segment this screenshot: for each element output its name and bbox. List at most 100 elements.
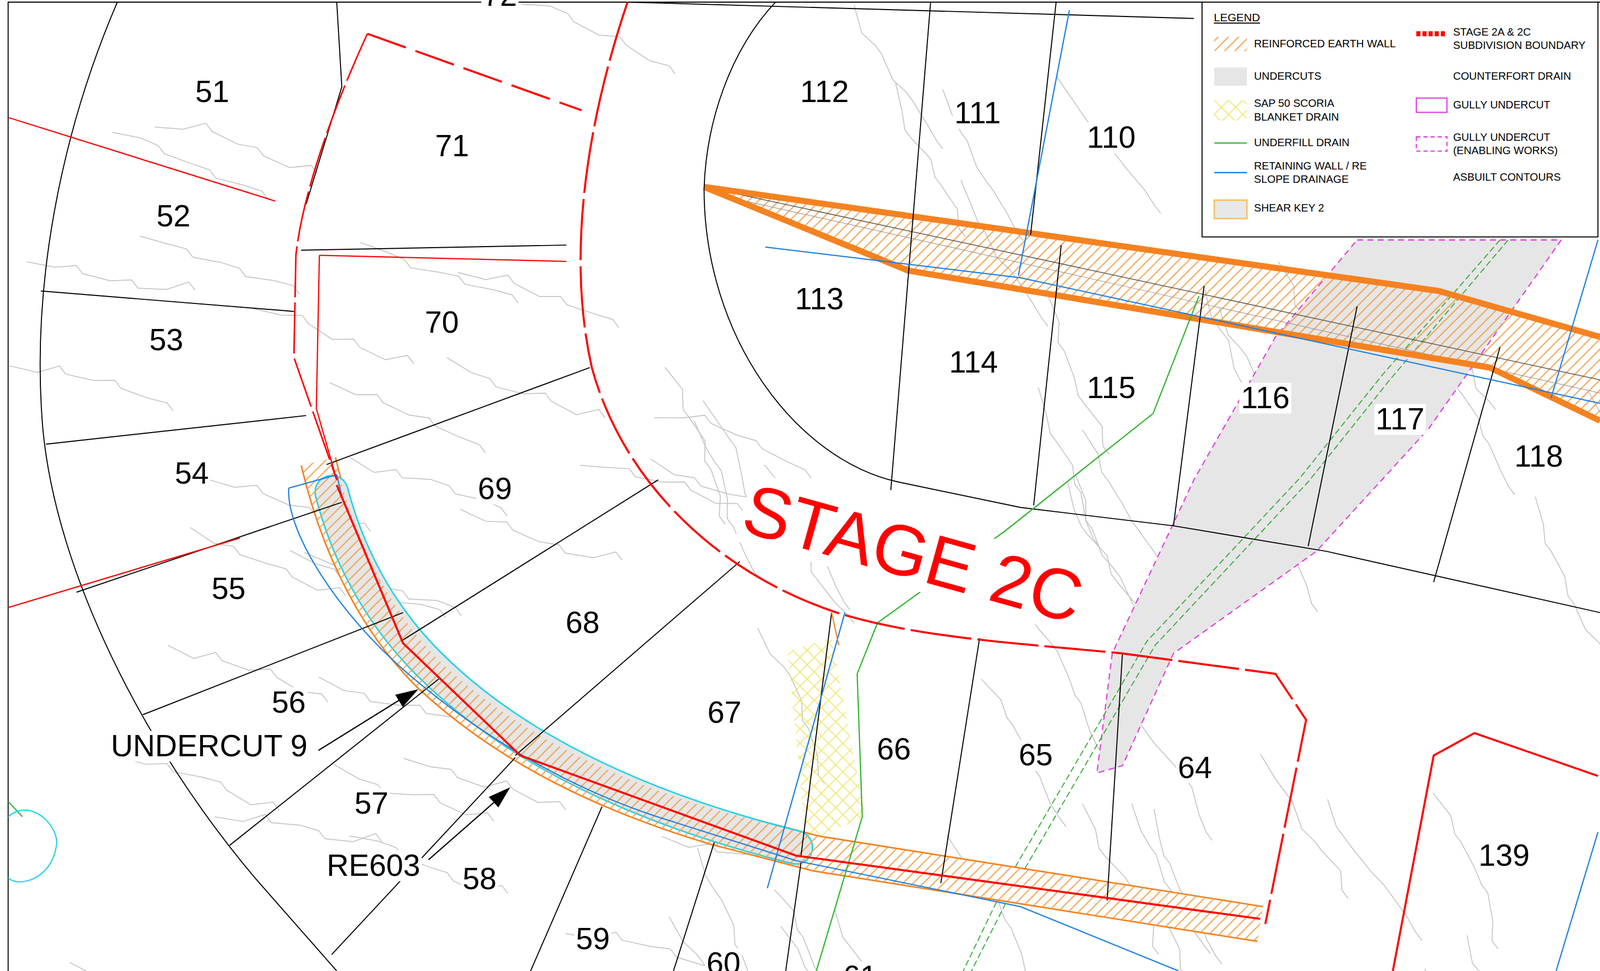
lot-boundary xyxy=(45,415,306,445)
lot-number: 113 xyxy=(793,283,846,315)
lot-boundary xyxy=(1433,346,1501,582)
boundary-line xyxy=(7,117,276,202)
drain-line xyxy=(1555,831,1598,971)
legend-sample-symbol xyxy=(1214,36,1247,51)
legend-sample xyxy=(1416,137,1448,152)
lot-number: 139 xyxy=(1476,839,1531,871)
contour-line xyxy=(981,678,1067,827)
subdivision-boundary xyxy=(580,2,1307,924)
lot-boundary xyxy=(703,2,776,190)
lot-number: 114 xyxy=(947,346,1000,378)
subdivision-boundary xyxy=(367,33,582,110)
contour-line xyxy=(117,756,279,811)
lot-boundary xyxy=(1308,305,1358,546)
legend-text: RETAINING WALL / RE SLOPE DRAINAGE xyxy=(1254,158,1369,186)
lot-boundary xyxy=(1107,652,1123,900)
leader-line xyxy=(428,802,495,860)
lot-boundary xyxy=(305,2,342,204)
legend-sample xyxy=(1214,99,1247,121)
re-wall xyxy=(318,461,1261,924)
drain-line xyxy=(767,612,846,889)
plan-drawing xyxy=(7,2,1600,971)
legend-sample xyxy=(1416,33,1448,35)
lot-number: 69 xyxy=(476,473,514,505)
lot-number: 58 xyxy=(461,863,499,895)
legend-text: REINFORCED EARTH WALL xyxy=(1254,37,1459,51)
boundary-line xyxy=(319,254,567,262)
contour-line xyxy=(580,464,744,512)
contour-line xyxy=(1467,934,1542,971)
legend-text: UNDERFILL DRAIN xyxy=(1254,135,1459,150)
undercut xyxy=(331,491,796,847)
lot-number: 52 xyxy=(155,200,193,232)
lot-number: 111 xyxy=(952,97,1003,129)
boundary-line xyxy=(7,537,240,608)
wall-line xyxy=(831,612,839,645)
legend-text: COUNTERFORT DRAIN xyxy=(1452,69,1593,83)
contour-line xyxy=(69,962,228,971)
lot-number: 71 xyxy=(433,130,471,162)
lot-number: 61 xyxy=(841,961,879,971)
contour-line xyxy=(1433,792,1499,949)
leader-line xyxy=(318,700,399,751)
contour-line xyxy=(457,272,619,328)
lot-number: 66 xyxy=(875,733,913,765)
legend-sample-symbol xyxy=(1416,31,1448,37)
lot-number: 110 xyxy=(1085,122,1138,154)
contour-line xyxy=(1057,77,1161,214)
legend-text: GULLY UNDERCUT xyxy=(1452,98,1593,112)
lot-number: 56 xyxy=(270,686,308,718)
contour-line xyxy=(334,764,494,821)
lot-number: 117 xyxy=(1374,404,1427,436)
lot-number: 112 xyxy=(798,76,851,108)
lot-number: 68 xyxy=(564,607,602,638)
lot-number: 51 xyxy=(193,76,232,108)
contour-line xyxy=(1038,387,1100,547)
subdivision-boundary xyxy=(293,33,368,480)
lot-boundary xyxy=(40,291,294,312)
contour-line xyxy=(697,847,770,971)
scoria-drain xyxy=(787,637,866,842)
callout-label: RE603 xyxy=(325,849,422,881)
contour-line xyxy=(446,357,605,418)
legend-sample xyxy=(1214,200,1247,219)
drain-line xyxy=(1018,10,1070,276)
contour-line xyxy=(654,414,812,478)
legend-sample-symbol xyxy=(1214,99,1247,121)
contour-line xyxy=(521,4,676,74)
lot-boundary xyxy=(801,612,832,856)
legend-text: SAP 50 SCORIA BLANKET DRAIN xyxy=(1254,96,1372,124)
lot-boundary xyxy=(627,2,1194,19)
lot-number: 54 xyxy=(173,457,211,489)
legend-sample-symbol xyxy=(1214,172,1247,174)
legend-sample-symbol xyxy=(1416,137,1448,152)
lot-number: 64 xyxy=(1176,752,1214,784)
contour-line xyxy=(253,308,414,364)
legend-text: GULLY UNDERCUT (ENABLING WORKS) xyxy=(1452,130,1578,158)
legend-sample xyxy=(1214,142,1247,144)
lot-number: 67 xyxy=(705,696,744,728)
lot-number: 55 xyxy=(209,573,248,605)
drain-line xyxy=(288,474,344,500)
lot-number: 60 xyxy=(704,948,743,971)
contour-line xyxy=(360,242,519,303)
contour-line xyxy=(460,508,623,560)
sheet-frame xyxy=(7,2,1600,971)
contour-line xyxy=(329,382,486,453)
legend-text: SHEAR KEY 2 xyxy=(1254,201,1408,215)
subdivision-boundary xyxy=(1392,732,1598,971)
contour-line xyxy=(1260,753,1349,898)
lot-boundary xyxy=(229,678,439,846)
arrow-head xyxy=(395,688,419,708)
arrow-head xyxy=(488,786,510,807)
undercut-outline xyxy=(7,809,57,882)
drain-line xyxy=(1551,240,1598,399)
contour-line xyxy=(1082,429,1170,576)
lot-boundary xyxy=(1030,2,1057,235)
contour-line xyxy=(9,365,174,411)
lot-boundary xyxy=(890,2,931,490)
contour-line xyxy=(112,132,269,200)
lot-boundary xyxy=(940,637,980,883)
legend-sample xyxy=(1214,36,1247,51)
